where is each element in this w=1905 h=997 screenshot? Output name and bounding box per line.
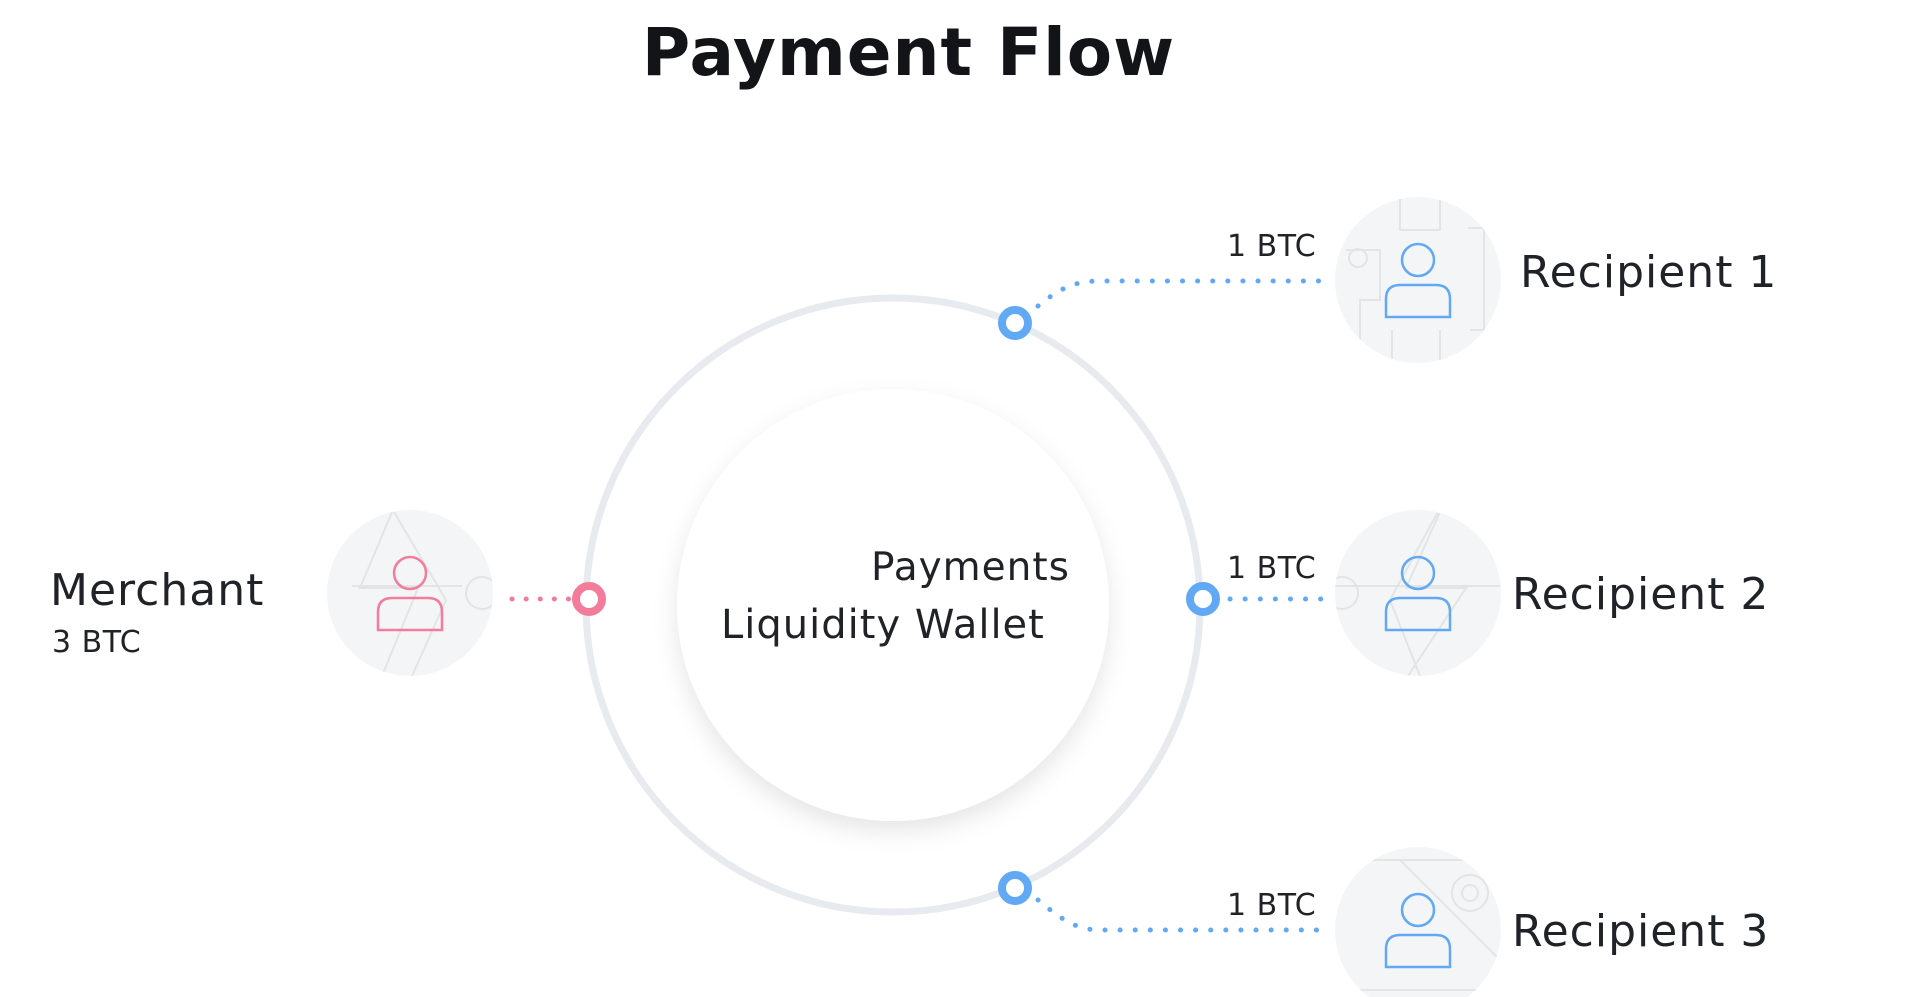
recipient-2-name: Recipient 2 bbox=[1512, 569, 1770, 620]
recipient-1-amount: 1 BTC bbox=[1227, 229, 1317, 264]
recipient-3-avatar bbox=[1335, 847, 1501, 997]
merchant-name: Merchant bbox=[50, 565, 265, 616]
recipient-2-node bbox=[1186, 582, 1220, 616]
recipient-3-user-icon bbox=[1384, 892, 1452, 969]
merchant-amount: 3 BTC bbox=[52, 625, 142, 660]
recipient-1-connector bbox=[1035, 278, 1330, 309]
center-label-payments: Payments bbox=[870, 545, 1070, 590]
merchant-user-icon bbox=[376, 555, 444, 632]
recipient-1-avatar bbox=[1335, 197, 1501, 363]
merchant-avatar bbox=[327, 510, 493, 676]
recipient-2-user-icon bbox=[1384, 555, 1452, 632]
recipient-2-avatar bbox=[1335, 510, 1501, 676]
recipient-1-name: Recipient 1 bbox=[1520, 247, 1778, 298]
recipient-1-user-icon bbox=[1384, 242, 1452, 319]
liquidity-wallet-disc bbox=[677, 389, 1109, 821]
merchant-node bbox=[572, 582, 606, 616]
recipient-3-node bbox=[998, 871, 1032, 905]
page-title: Payment Flow bbox=[641, 14, 1176, 91]
recipient-3-name: Recipient 3 bbox=[1512, 906, 1770, 957]
recipient-1-node bbox=[998, 306, 1032, 340]
recipient-2-amount: 1 BTC bbox=[1227, 551, 1317, 586]
recipient-3-amount: 1 BTC bbox=[1227, 888, 1317, 923]
center-label-liquidity-wallet: Liquidity Wallet bbox=[721, 602, 1045, 648]
